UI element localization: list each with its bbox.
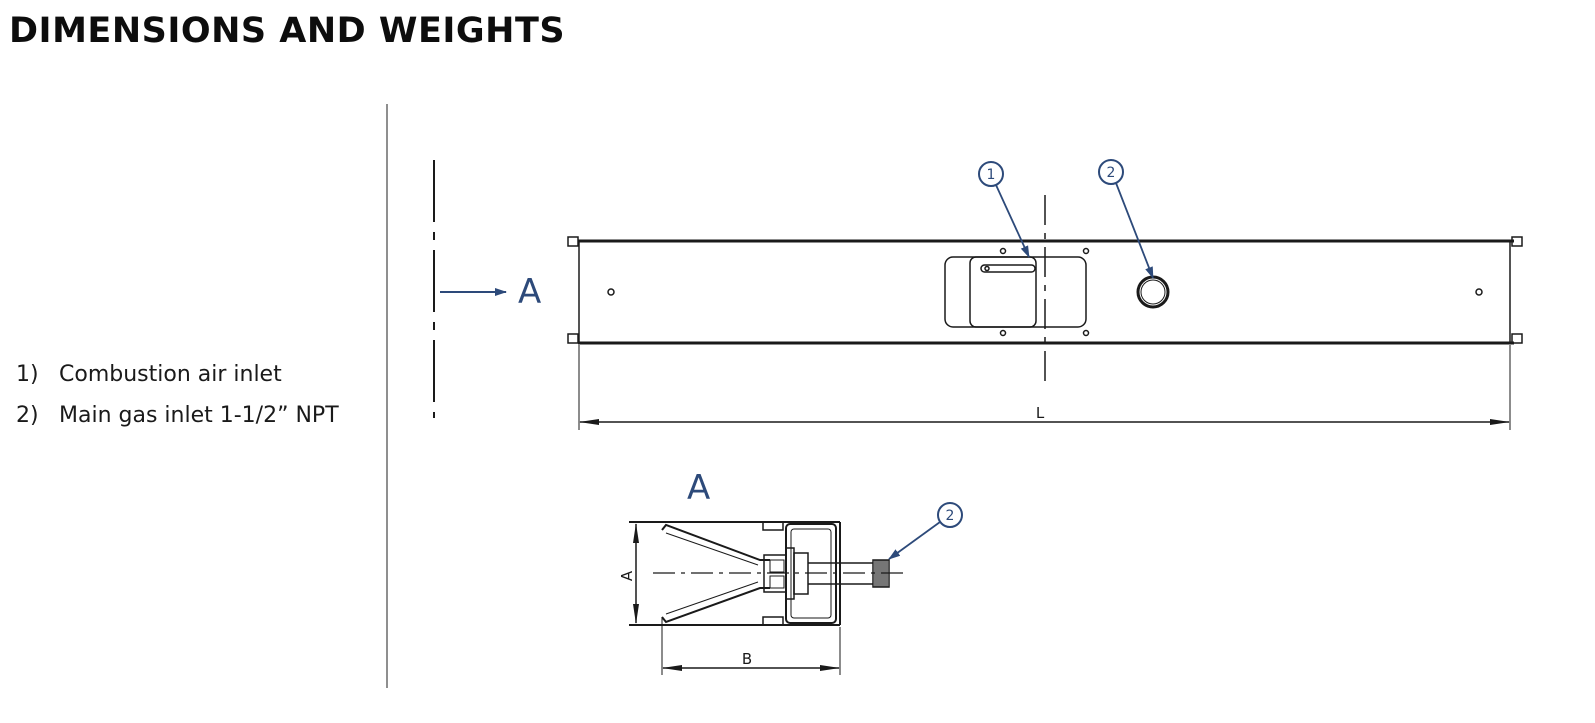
combustion-air-inlet-plate: [944, 247, 1090, 337]
legend-item-label: Combustion air inlet: [59, 362, 282, 387]
legend-item-number: 1): [16, 362, 39, 387]
view-label: A: [687, 468, 710, 508]
mounting-hole-right: [1475, 288, 1483, 296]
dimension-width: [661, 617, 841, 675]
callout-1-air-inlet: 1: [978, 161, 1030, 258]
callout-number: 2: [1107, 165, 1116, 181]
page-title: DIMENSIONS AND WEIGHTS: [9, 11, 566, 51]
callout-number: 1: [987, 167, 996, 183]
legend-item-label: Main gas inlet 1-1/2” NPT: [59, 403, 339, 428]
gas-inlet-port: [1136, 275, 1170, 309]
section-marker-label: A: [518, 272, 541, 312]
dimension-length: [578, 345, 1511, 430]
column-divider: [386, 104, 388, 688]
legend: 1) Combustion air inlet 2) Main gas inle…: [16, 354, 339, 436]
legend-item-number: 2): [16, 403, 39, 428]
legend-item-combustion-air-inlet: 1) Combustion air inlet: [16, 354, 339, 395]
dimension-label-width: B: [742, 650, 752, 668]
legend-item-main-gas-inlet: 2) Main gas inlet 1-1/2” NPT: [16, 395, 339, 436]
burner-body: [567, 236, 1523, 345]
dimension-label-height: A: [618, 570, 636, 581]
mounting-hole-left: [607, 288, 615, 296]
callout-2-gas-inlet: 2: [1098, 159, 1154, 279]
callout-number: 2: [946, 508, 955, 524]
callout-2-gas-inlet-section: 2: [888, 502, 963, 560]
dimension-label-length: L: [1036, 404, 1045, 422]
